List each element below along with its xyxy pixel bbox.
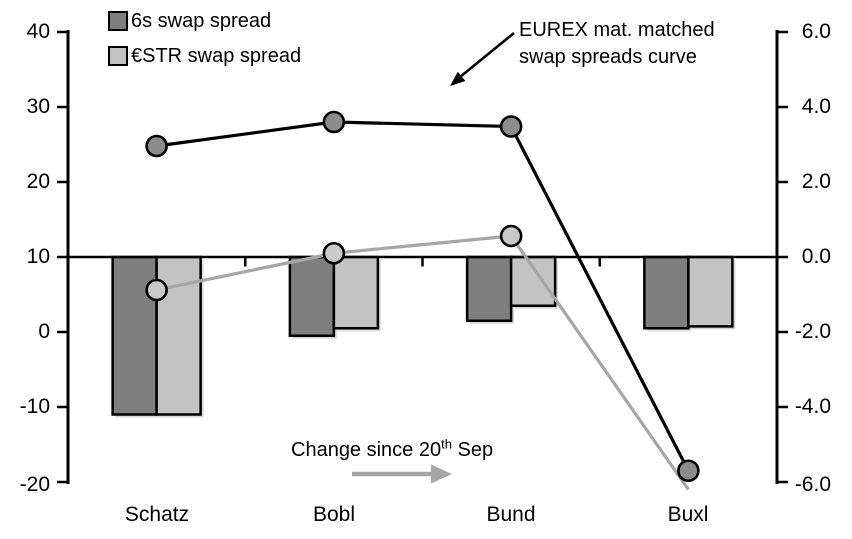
change-annotation-superscript: th xyxy=(441,436,452,452)
left-axis-label-n20: -20 xyxy=(19,473,50,496)
marker-6s-curve-schatz xyxy=(145,134,168,158)
right-axis-label-n6: -6.0 xyxy=(794,473,831,496)
marker-6s-curve-bund xyxy=(499,115,523,138)
left-axis-label-30: 30 xyxy=(26,95,50,118)
right-axis-label-0: 0.0 xyxy=(801,245,831,268)
bar-estr-change-buxl xyxy=(687,255,734,328)
marker-estr-curve-bund xyxy=(499,224,523,248)
bar-6s-change-bobl xyxy=(288,255,336,337)
category-label-schatz: Schatz xyxy=(124,503,190,526)
left-axis-label-20: 20 xyxy=(26,170,50,193)
marker-6s-curve-bobl xyxy=(322,110,346,134)
change-annotation-text: Change since 20 xyxy=(291,439,442,461)
marker-6s-curve-buxl xyxy=(677,459,700,483)
marker-estr-curve-schatz xyxy=(145,278,168,302)
right-axis-label-n2: -2.0 xyxy=(794,320,831,343)
chart-data-layer xyxy=(68,110,777,491)
left-axis-label-0: 0 xyxy=(38,320,50,343)
eurex-annotation-arrow xyxy=(450,31,515,86)
bar-6s-change-buxl xyxy=(643,255,690,330)
legend-label-6s: 6s swap spread xyxy=(131,10,272,32)
line-estr-curve xyxy=(156,234,690,491)
bar-6s-change-schatz xyxy=(111,255,158,416)
left-axis-spine xyxy=(57,30,70,484)
legend-item-estr: €STR swap spread xyxy=(108,44,301,79)
eurex-annotation: EUREX mat. matched swap spreads curve xyxy=(519,17,715,71)
bar-6s-change-bund xyxy=(465,255,513,322)
change-annotation-arrow xyxy=(352,464,452,484)
marker-estr-curve-bobl xyxy=(322,241,346,265)
category-label-bobl: Bobl xyxy=(312,503,356,526)
bar-estr-change-bund xyxy=(509,255,557,307)
right-axis-label-2: 2.0 xyxy=(801,170,831,193)
left-axis-label-10: 10 xyxy=(26,245,50,268)
line-6s-curve xyxy=(156,120,690,472)
change-annotation-suffix: Sep xyxy=(451,439,494,461)
legend: 6s swap spread €STR swap spread xyxy=(108,9,301,79)
legend-swatch-6s xyxy=(108,11,128,31)
right-axis-label-6: 6.0 xyxy=(801,20,831,43)
bar-estr-change-bobl xyxy=(332,255,380,330)
legend-label-estr: €STR swap spread xyxy=(131,45,302,67)
left-axis-label-40: 40 xyxy=(26,20,50,43)
legend-item-6s: 6s swap spread xyxy=(108,9,301,44)
category-label-bund: Bund xyxy=(486,503,536,526)
legend-swatch-estr xyxy=(108,46,128,66)
left-axis-label-n10: -10 xyxy=(19,395,50,418)
right-axis-label-4: 4.0 xyxy=(801,95,831,118)
change-annotation: Change since 20th Sep xyxy=(291,436,494,462)
right-axis-label-n4: -4.0 xyxy=(794,395,831,418)
category-label-buxl: Buxl xyxy=(667,503,709,526)
eurex-annotation-line2: swap spreads curve xyxy=(519,46,697,68)
eurex-annotation-line1: EUREX mat. matched xyxy=(519,19,715,41)
